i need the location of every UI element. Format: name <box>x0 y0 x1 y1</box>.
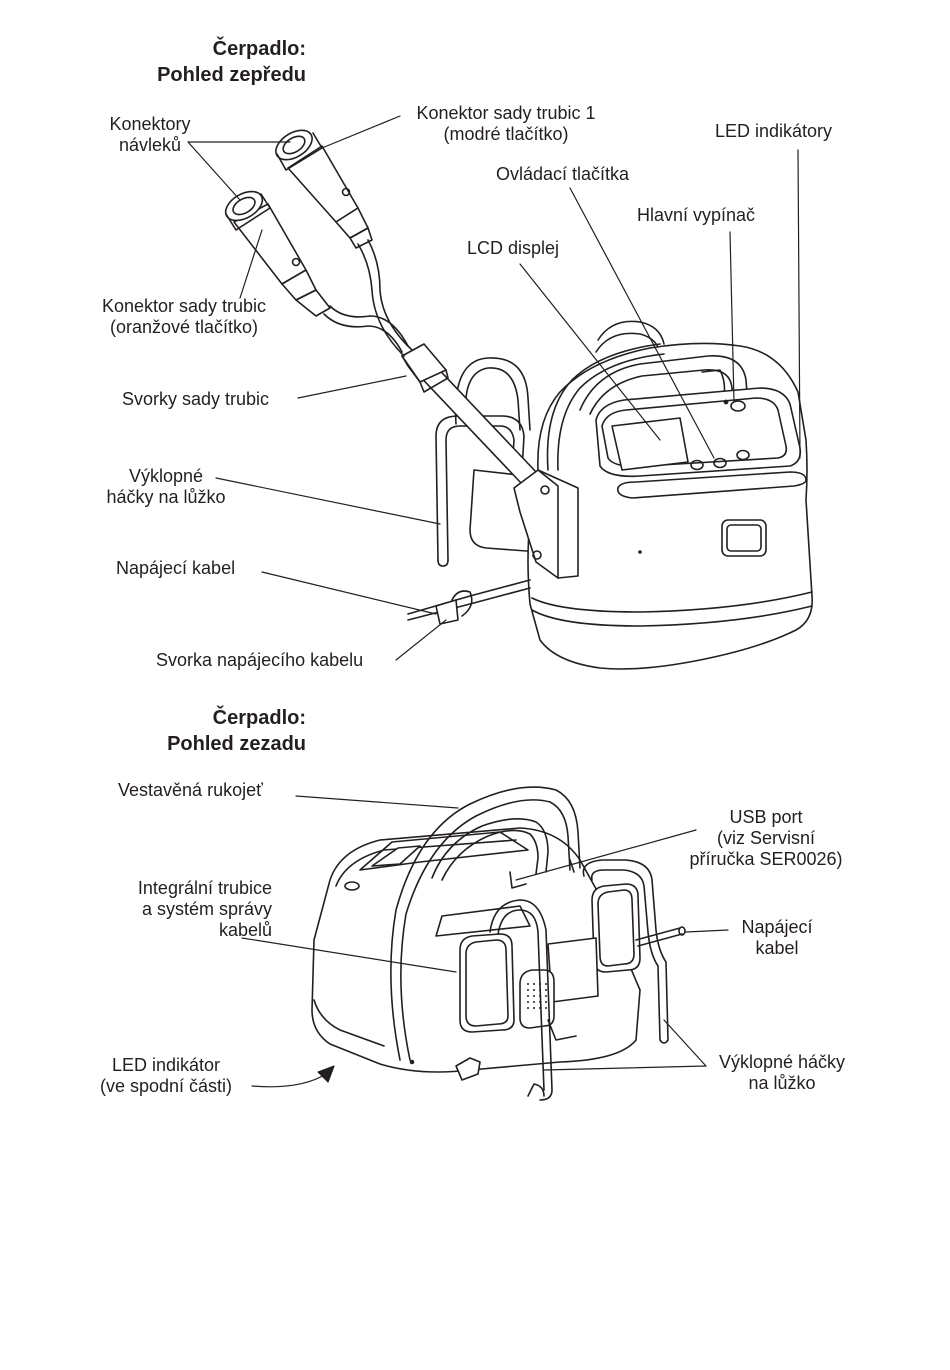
label-tubing-connector-orange-line1: Konektor sady trubic <box>101 296 267 316</box>
label-tubing-connector-orange: Konektor sady trubic (oranžové tlačítko) <box>86 296 282 338</box>
front-view-title: Čerpadlo: Pohled zepředu <box>157 36 306 88</box>
rear-leader-lines <box>241 795 729 1088</box>
rear-top-button <box>344 881 360 891</box>
front-leader-lines <box>187 115 801 661</box>
label-led-indicator-bottom-line2: (ve spodní části) <box>99 1076 233 1096</box>
label-integral-tubing-line3: kabelů <box>218 920 272 940</box>
front-connector-lower <box>224 190 331 317</box>
front-button-2 <box>713 457 727 469</box>
front-view-drawing <box>187 115 813 670</box>
label-tubing-connector-1: Konektor sady trubic 1 (modré tlačítko) <box>396 103 616 145</box>
label-usb-port-line2: (viz Servisní <box>716 828 815 848</box>
label-tubing-connector-1-line1: Konektor sady trubic 1 <box>416 103 596 123</box>
front-button-1 <box>690 459 704 471</box>
front-mount-plate <box>469 469 547 553</box>
rear-view-drawing <box>241 786 729 1101</box>
label-rear-bed-hooks: Výklopné háčky na lůžko <box>702 1052 862 1094</box>
rear-view-title-line1: Čerpadlo: <box>212 707 306 729</box>
label-front-bed-hooks-line2: háčky na lůžko <box>106 487 226 507</box>
front-power-cord <box>407 579 531 625</box>
label-front-bed-hooks-line1: Výklopné <box>128 466 204 486</box>
front-connector-upper <box>275 129 373 249</box>
rear-power-cord <box>635 926 686 947</box>
label-rear-power-cord: Napájecí kabel <box>722 917 832 959</box>
rear-bottom-led <box>455 1057 481 1081</box>
label-sleeve-connectors: Konektory návleků <box>84 114 216 156</box>
label-rear-power-cord-line1: Napájecí <box>741 917 813 937</box>
front-clamp <box>513 469 579 579</box>
label-tubing-clips: Svorky sady trubic <box>122 389 270 409</box>
rear-vent-grille <box>527 983 547 1009</box>
front-tubing-arm <box>323 239 579 579</box>
label-led-indicators: LED indikátory <box>715 121 833 141</box>
rear-pump-body <box>311 786 641 1081</box>
front-view-title-line1: Čerpadlo: <box>212 38 306 60</box>
label-main-switch: Hlavní vypínač <box>637 205 756 225</box>
label-built-in-handle: Vestavěná rukojeť <box>118 780 263 800</box>
label-integral-tubing-line1: Integrální trubice <box>137 878 272 898</box>
label-sleeve-connectors-line2: návleků <box>118 135 182 155</box>
front-power-switch <box>730 400 746 412</box>
label-integral-tubing: Integrální trubice a systém správy kabel… <box>96 878 272 941</box>
front-view-title-line2: Pohled zepředu <box>157 64 306 86</box>
label-led-indicator-bottom-line1: LED indikátor <box>111 1055 221 1075</box>
label-front-bed-hooks: Výklopné háčky na lůžko <box>96 466 236 508</box>
front-lcd <box>611 417 689 471</box>
rear-bed-hooks <box>489 859 669 1101</box>
rear-handle <box>390 786 581 1061</box>
label-tubing-connector-orange-line2: (oranžové tlačítko) <box>109 317 259 337</box>
label-sleeve-connectors-line1: Konektory <box>109 114 191 134</box>
rear-view-title: Čerpadlo: Pohled zezadu <box>167 705 306 757</box>
label-tubing-connector-1-line2: (modré tlačítko) <box>443 124 569 144</box>
front-power-cord-clip <box>451 590 473 617</box>
label-lcd-display: LCD displej <box>467 238 560 258</box>
label-usb-port: USB port (viz Servisní příručka SER0026) <box>666 807 866 870</box>
front-button-3 <box>736 449 750 461</box>
label-rear-bed-hooks-line1: Výklopné háčky <box>718 1052 846 1072</box>
label-front-power-cord: Napájecí kabel <box>116 558 236 578</box>
label-control-buttons: Ovládací tlačítka <box>496 164 630 184</box>
label-led-indicator-bottom: LED indikátor (ve spodní části) <box>82 1055 250 1097</box>
label-power-cord-clip: Svorka napájecího kabelu <box>156 650 364 670</box>
front-pump-body <box>527 342 813 670</box>
front-badge <box>721 519 767 557</box>
rear-view-title-line2: Pohled zezadu <box>167 733 306 755</box>
label-rear-power-cord-line2: kabel <box>755 938 799 958</box>
label-usb-port-line3: příručka SER0026) <box>689 849 843 869</box>
label-rear-bed-hooks-line2: na lůžko <box>748 1073 816 1093</box>
label-integral-tubing-line2: a systém správy <box>141 899 272 919</box>
label-usb-port-line1: USB port <box>729 807 803 827</box>
